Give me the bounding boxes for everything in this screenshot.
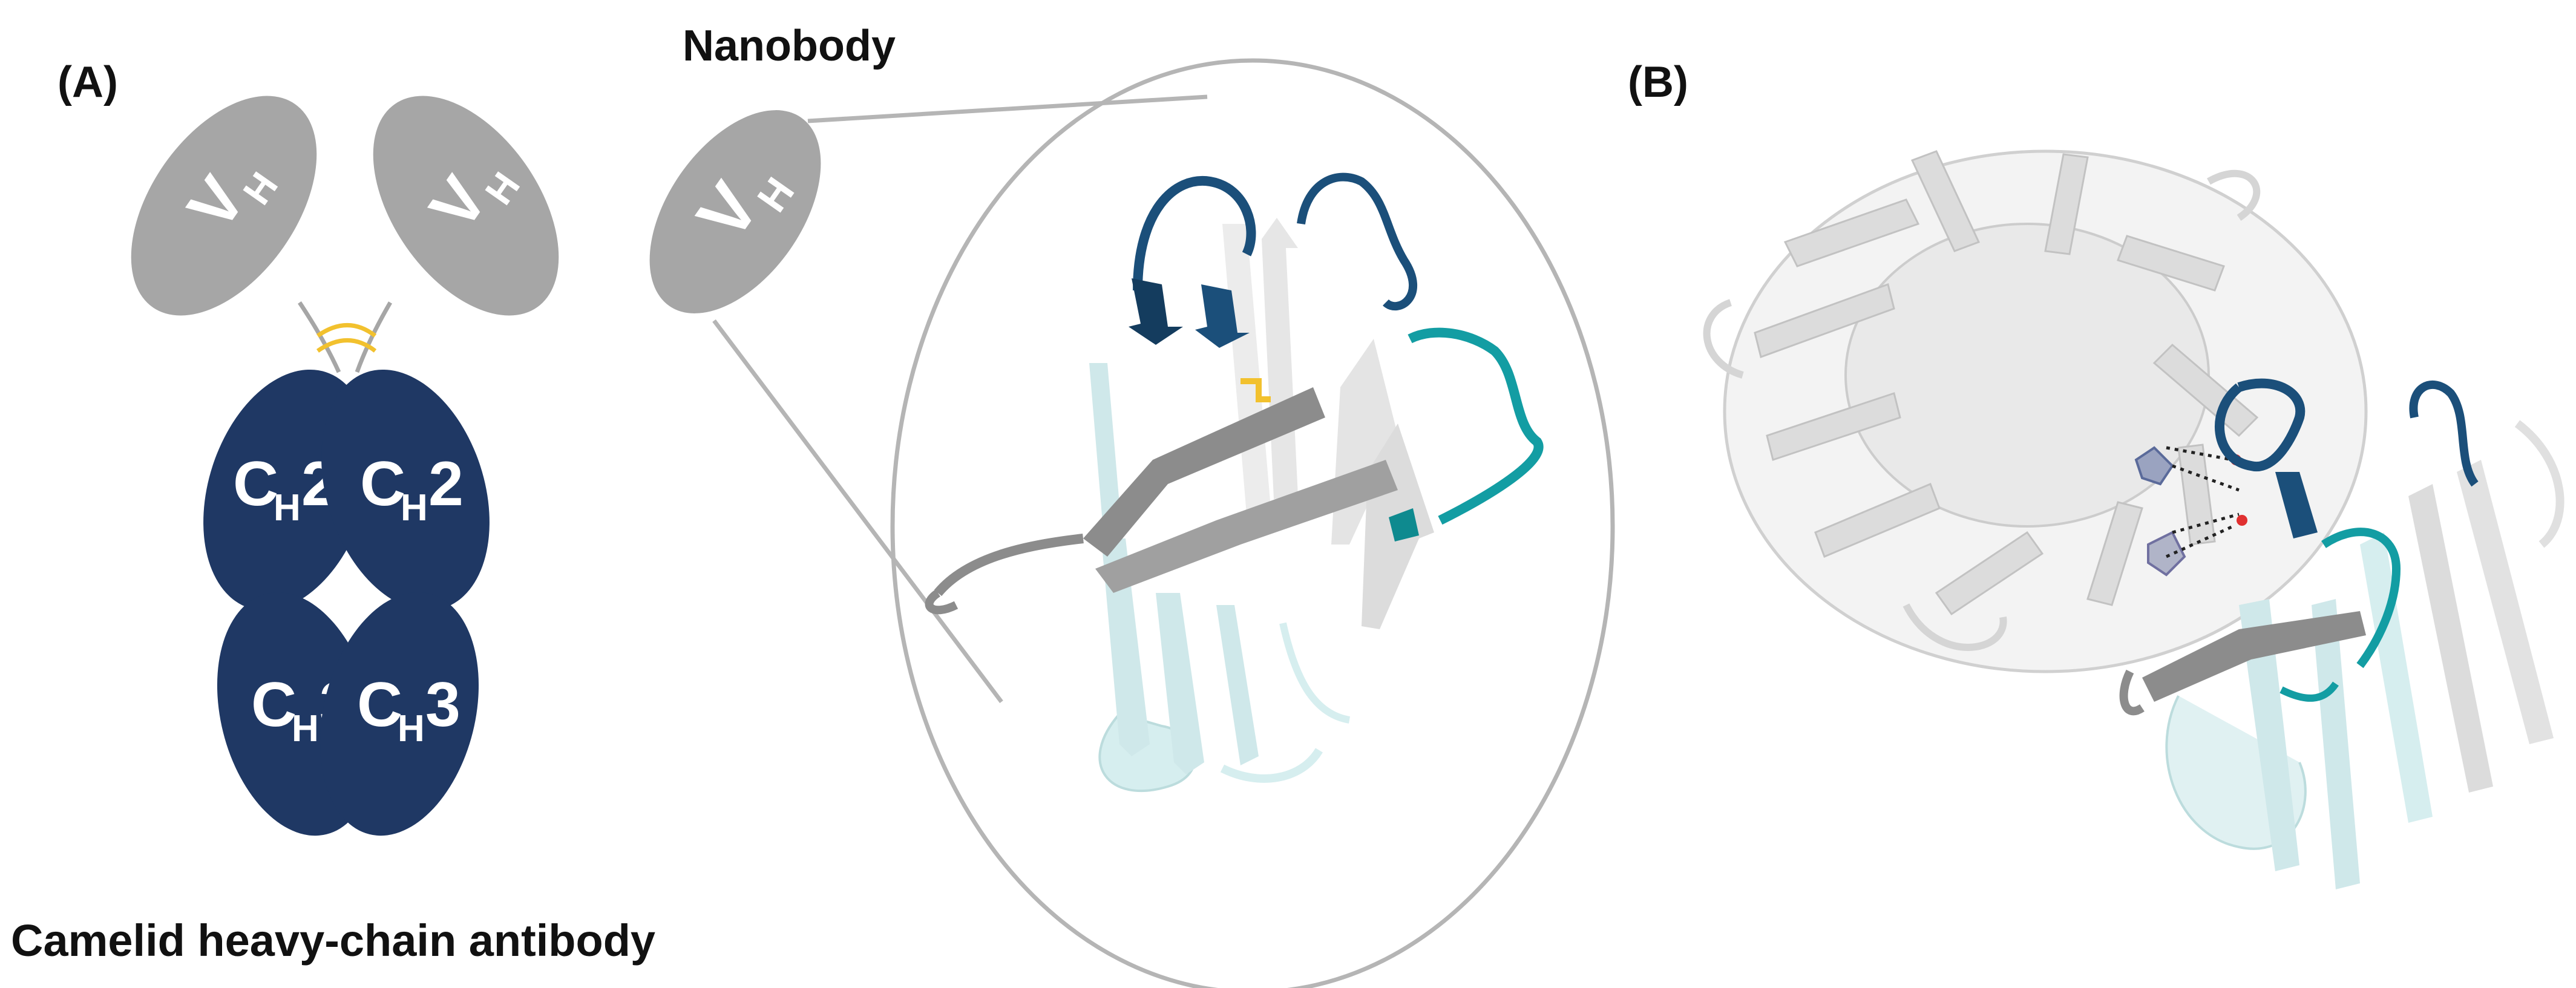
interface-contacts	[2134, 446, 2247, 577]
ch3-left-subscript: H	[292, 708, 319, 750]
panel-b-label: (B)	[1628, 58, 1688, 106]
ch2-left-subscript: H	[274, 487, 301, 529]
ch2-right-number: 2	[428, 449, 464, 519]
zoom-ellipse	[890, 58, 1615, 988]
nanobody-structure	[925, 172, 1544, 793]
bound-nanobody-structure	[2119, 378, 2565, 889]
hinge-region	[298, 301, 393, 373]
antigen-structure	[1703, 149, 2368, 673]
ch2-right-letter: C	[360, 449, 405, 519]
zoom-lines	[712, 94, 1208, 704]
vh-domain-left: V H	[131, 96, 317, 316]
ch3-domain-right: C H 3	[320, 592, 479, 836]
antibody-caption: Camelid heavy-chain antibody	[11, 915, 655, 966]
ch3-right-number: 3	[425, 670, 460, 740]
hinge-disulfide-bonds	[316, 323, 377, 353]
nanobody-title: Nanobody	[683, 22, 896, 70]
ch3-right-letter: C	[357, 670, 402, 740]
ch2-domain-right: C H 2	[321, 369, 490, 611]
ch3-right-subscript: H	[398, 708, 425, 750]
ch2-right-subscript: H	[401, 487, 428, 529]
ch3-left-letter: C	[251, 670, 297, 740]
ch2-left-letter: C	[233, 449, 278, 519]
vh-domain-right: V H	[373, 96, 559, 316]
nanobody-vh-domain: V H	[649, 110, 821, 313]
panel-a-label: (A)	[57, 58, 118, 106]
